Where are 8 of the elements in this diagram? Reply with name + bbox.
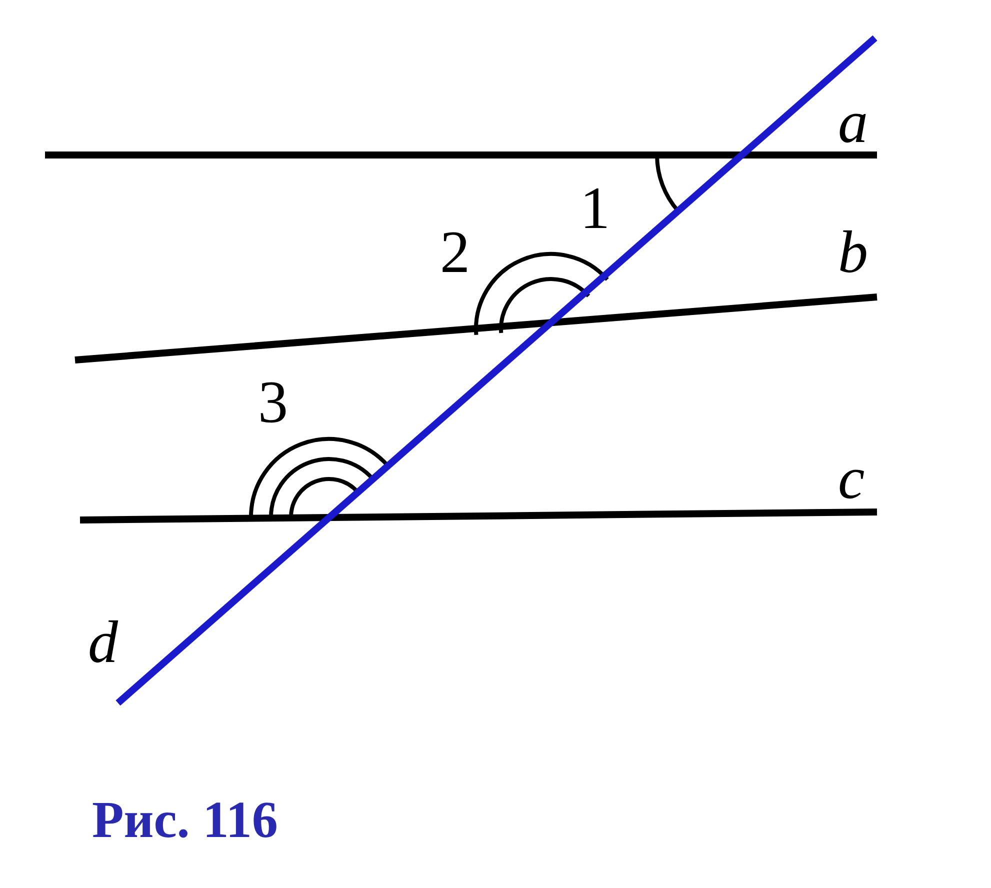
line-label: b (838, 222, 868, 282)
angle-number: 2 (440, 222, 470, 282)
angle-number: 3 (258, 372, 288, 432)
line-label: c (838, 448, 865, 508)
line-label: d (88, 612, 118, 672)
figure-caption: Рис. 116 (92, 795, 278, 847)
line-label: a (838, 92, 868, 152)
angle-number: 1 (580, 178, 610, 238)
